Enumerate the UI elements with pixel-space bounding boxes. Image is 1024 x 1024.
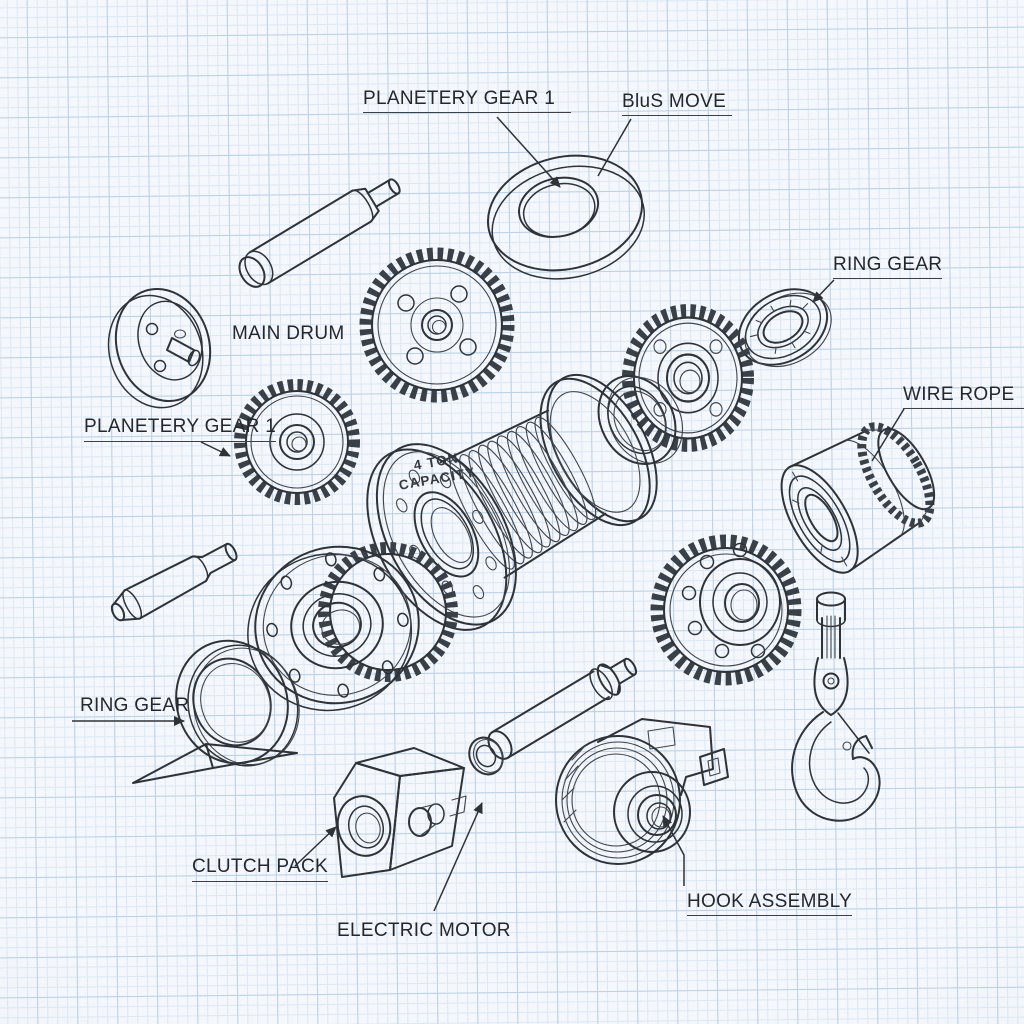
label-ring-gear-bottom: RING GEAR [80, 695, 190, 716]
label-electric-motor: ELECTRIC MOTOR [337, 920, 511, 941]
planetary-left-leader-line [200, 441, 231, 457]
label-wire-rope: WIRE ROPE [903, 384, 1024, 409]
main-drum-part [366, 373, 658, 631]
spacer-ring [597, 375, 684, 465]
washer-ring [468, 736, 504, 776]
label-ring-gear-top: RING GEAR [833, 254, 943, 279]
pulley-sheave [555, 718, 729, 865]
electric-motor-part [333, 747, 467, 878]
ring-gear-top-leader-line [812, 279, 835, 303]
label-blus-move: BluS MOVE [622, 91, 733, 116]
planet-gear-left [234, 379, 360, 505]
planetary-top-leader-line [496, 116, 561, 188]
output-gear [650, 534, 802, 686]
direction-pointer [132, 743, 298, 784]
end-cap-disc [107, 287, 212, 409]
planet-carrier [247, 545, 420, 712]
lower-input-shaft [110, 542, 238, 622]
clutch-drum [780, 422, 936, 574]
wire-rope-leader-line [871, 408, 905, 462]
label-planetary-gear-left: PLANETERY GEAR 1 [84, 416, 277, 442]
carrier-gear [318, 542, 458, 682]
sun-gear-large [359, 247, 515, 403]
motor-shaft [487, 657, 638, 760]
upper-input-shaft [238, 178, 401, 288]
end-cover-disc [486, 154, 646, 280]
label-hook-assembly: HOOK ASSEMBLY [687, 891, 853, 916]
label-main-drum: MAIN DRUM [232, 323, 345, 344]
label-clutch-pack: CLUTCH PACK [192, 856, 328, 882]
hook-part [791, 591, 881, 822]
label-planetary-gear-top: PLANETERY GEAR 1 [363, 88, 572, 113]
clutch-pack-leader-line [294, 826, 337, 867]
electric-motor-leader-line [433, 802, 483, 912]
leader-lines [72, 116, 905, 912]
blus-move-leader-line [597, 118, 632, 177]
hook-assembly-leader-line [662, 815, 685, 886]
